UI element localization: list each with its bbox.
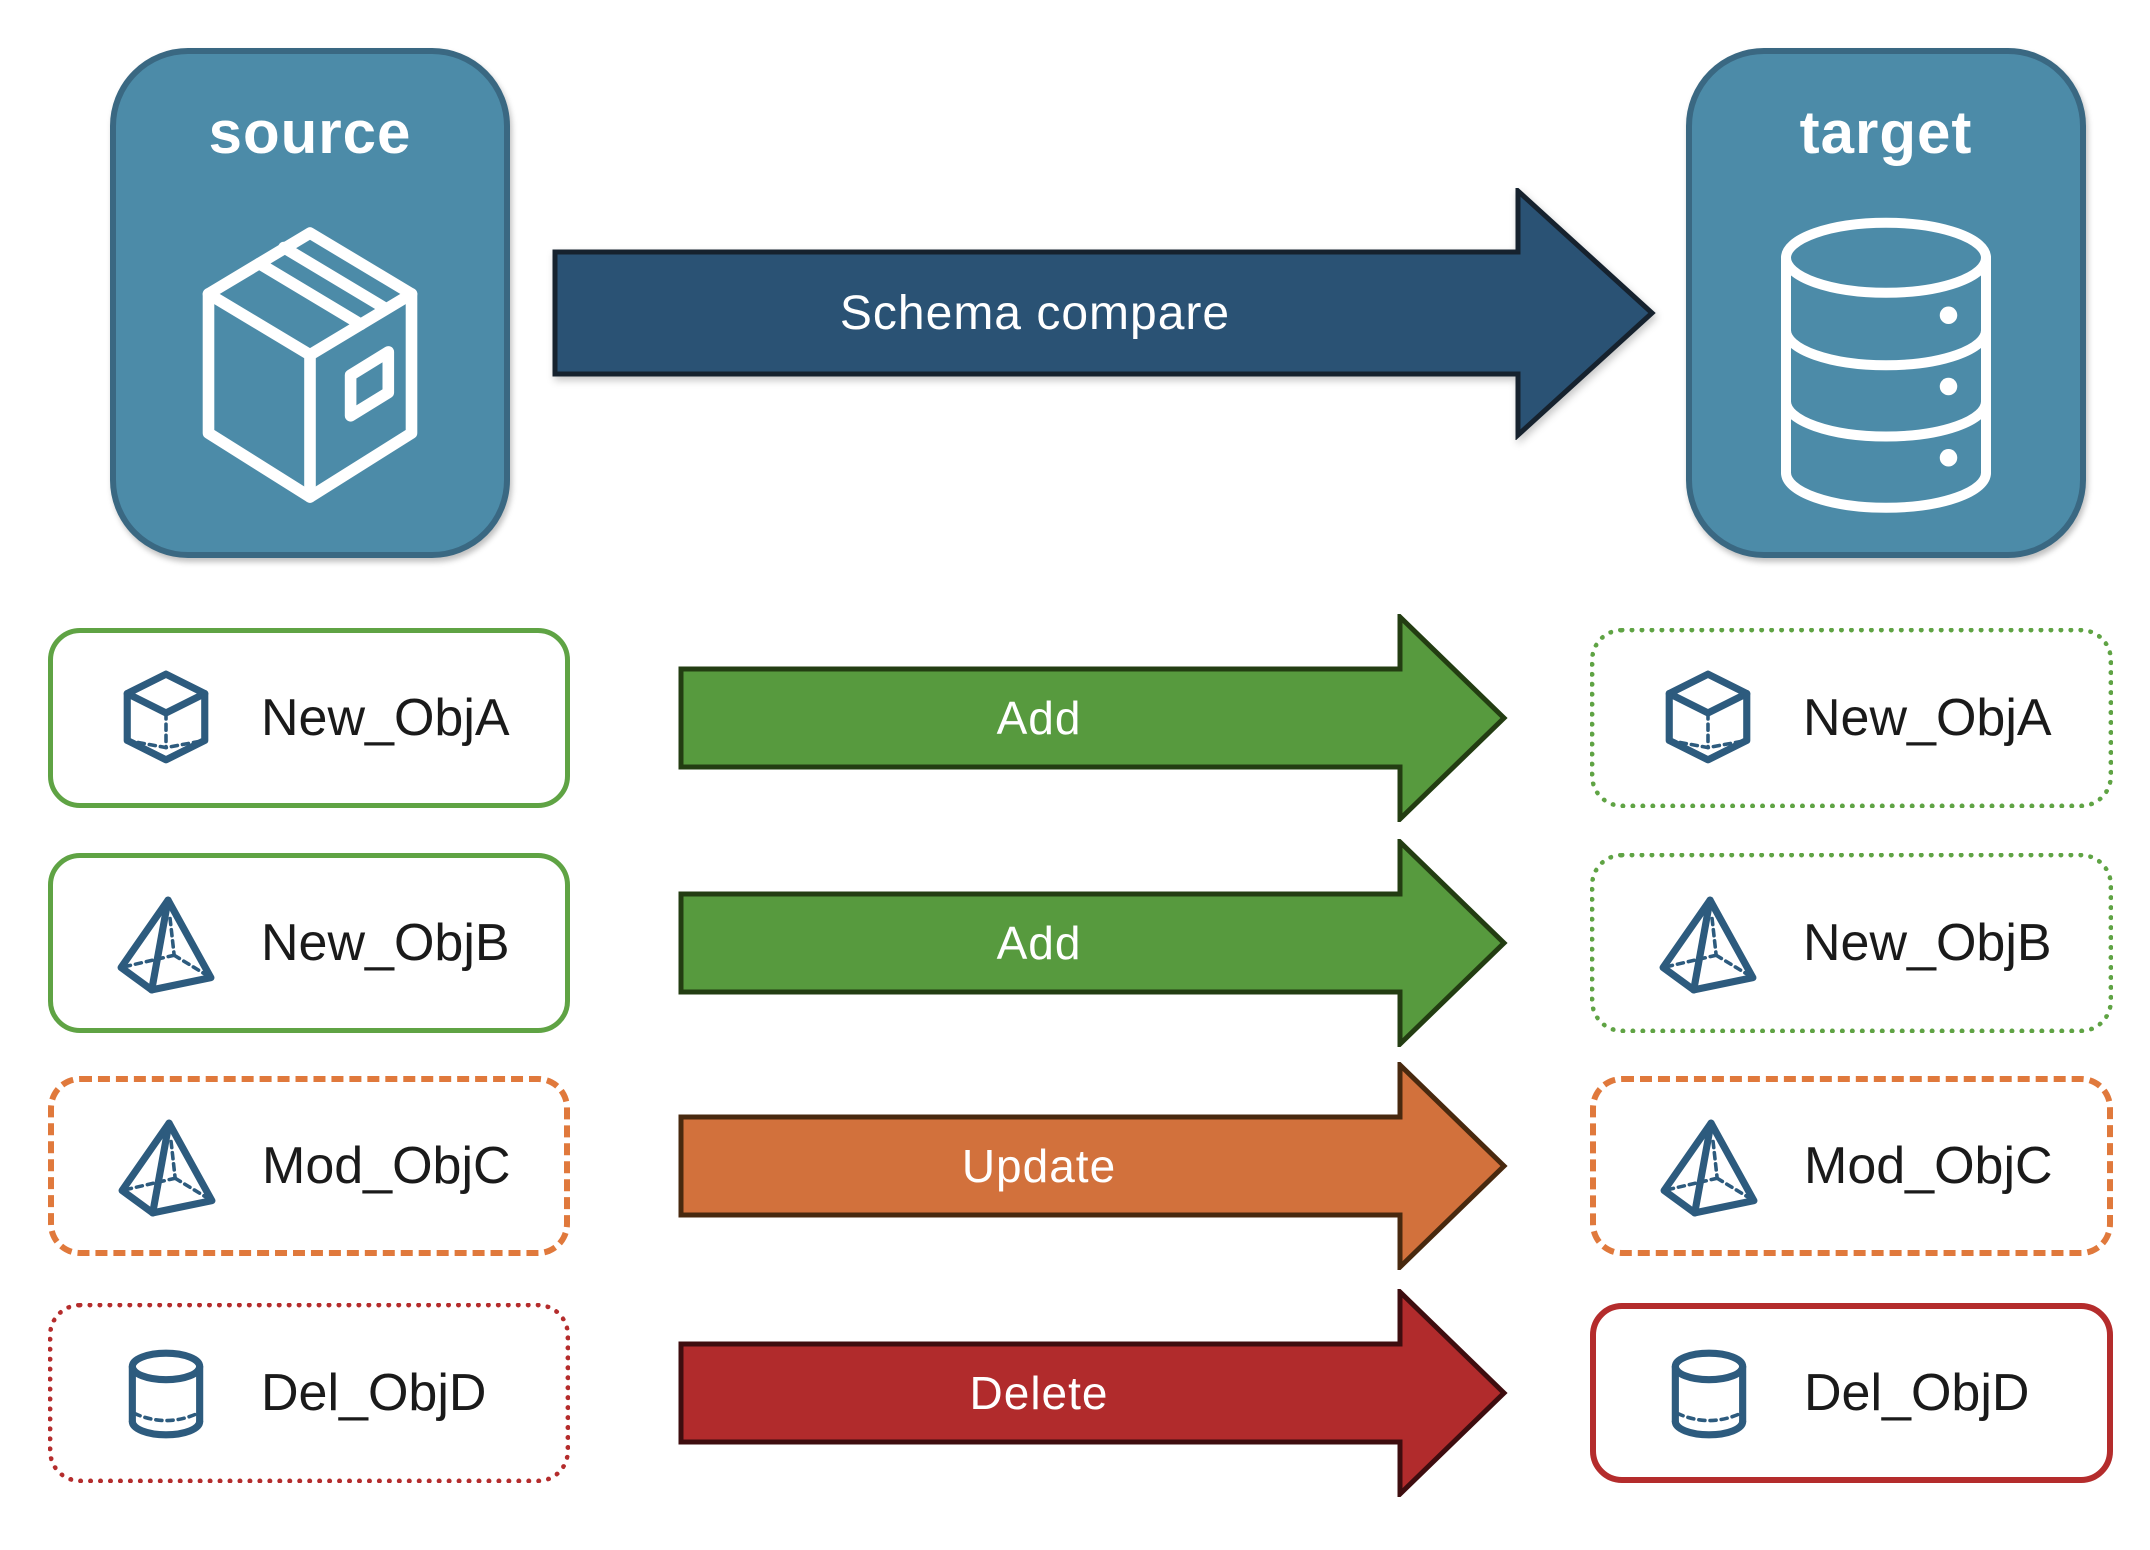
schema-arrow-shape [552,188,1656,440]
schema-compare-arrow: Schema compare [552,188,1658,440]
target-panel: target [1686,48,2086,558]
pyramid-icon [1657,892,1759,994]
object-label: New_ObjA [1803,689,2052,747]
source-object-box-new-objb: New_ObjB [48,853,570,1033]
cube-icon [1657,667,1759,769]
action-arrow-label: Add [996,692,1082,744]
pyramid-icon [1658,1115,1760,1217]
action-arrow-update: Update [678,1062,1508,1270]
object-label: Mod_ObjC [262,1137,511,1195]
schema-arrow-label: Schema compare [839,286,1231,340]
cube-icon [115,667,217,769]
action-arrow-add: Add [678,839,1508,1047]
pyramid-icon [115,892,217,994]
target-object-box-mod-objc: Mod_ObjC [1590,1076,2113,1256]
action-arrow-add: Add [678,614,1508,822]
cylinder-icon [115,1342,217,1444]
target-object-box-new-objb: New_ObjB [1590,853,2113,1033]
package-icon [165,206,455,524]
object-label: New_ObjA [261,689,510,747]
source-object-box-mod-objc: Mod_ObjC [48,1076,570,1256]
source-panel: source [110,48,510,558]
database-icon [1761,204,2011,529]
target-object-box-del-objd: Del_ObjD [1590,1303,2113,1483]
object-label: Mod_ObjC [1804,1137,2053,1195]
action-arrow-label: Update [961,1140,1117,1192]
target-object-box-new-obja: New_ObjA [1590,628,2113,808]
action-arrow-label: Delete [969,1367,1109,1419]
object-row-del-objd: Del_ObjD Delete Del_ObjD [0,1289,2150,1497]
object-row-new-obja: New_ObjA Add New_ObjA [0,614,2150,822]
object-row-mod-objc: Mod_ObjC Update Mod_ObjC [0,1062,2150,1270]
object-row-new-objb: New_ObjB Add New_ObjB [0,839,2150,1047]
action-arrow-label: Add [996,917,1082,969]
source-object-box-del-objd: Del_ObjD [48,1303,570,1483]
action-arrow-delete: Delete [678,1289,1508,1497]
source-panel-title: source [208,99,412,166]
object-label: Del_ObjD [1804,1364,2030,1422]
pyramid-icon [116,1115,218,1217]
object-label: Del_ObjD [261,1364,487,1422]
object-label: New_ObjB [261,914,510,972]
source-object-box-new-obja: New_ObjA [48,628,570,808]
object-label: New_ObjB [1803,914,2052,972]
cylinder-icon [1658,1342,1760,1444]
target-panel-title: target [1799,99,1973,166]
